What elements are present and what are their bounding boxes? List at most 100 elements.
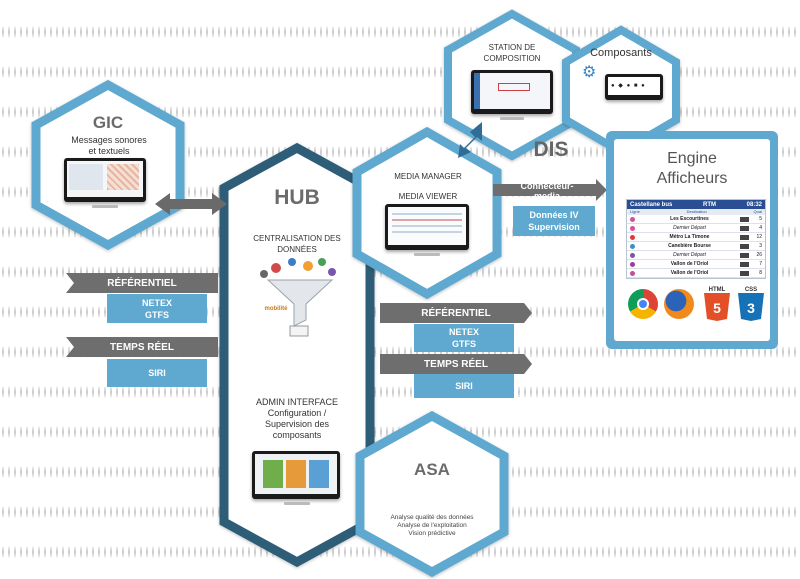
left-temps-reel-box: SIRI bbox=[107, 359, 207, 387]
time-badge bbox=[740, 243, 749, 249]
admin-interface-text: ADMIN INTERFACE Configuration / Supervis… bbox=[240, 397, 354, 441]
board-row: Dernier Départ 4 bbox=[627, 224, 765, 233]
hub-title: HUB bbox=[274, 186, 320, 209]
departure-board: Castellane bus RTM 08:32 Ligne Destinati… bbox=[626, 199, 766, 279]
board-row-quai: 3 bbox=[759, 243, 762, 249]
asa-line1: Analyse qualité des données bbox=[390, 514, 474, 521]
asa-hexagon bbox=[355, 410, 509, 578]
gic-monitor bbox=[64, 158, 146, 202]
composants-screen: ● ◆ ● ■ ● bbox=[605, 74, 663, 100]
right-referentiel-bar: RÉFÉRENTIEL bbox=[380, 303, 532, 323]
media-text: MEDIA MANAGER MEDIA VIEWER bbox=[378, 167, 478, 207]
engine-title-line1: Engine bbox=[667, 150, 717, 167]
time-badge bbox=[740, 234, 749, 240]
right-referentiel-box: NETEX GTFS bbox=[414, 324, 514, 352]
board-clock: 08:32 bbox=[746, 201, 762, 208]
board-row-destination: Dernier Départ bbox=[673, 252, 706, 258]
engine-title-line2: Afficheurs bbox=[656, 170, 728, 187]
line-badge-icon bbox=[630, 270, 635, 276]
time-badge bbox=[740, 270, 749, 276]
connecteur-box-line2: Supervision bbox=[528, 222, 580, 232]
css3-icon: CSS 3 bbox=[738, 287, 764, 321]
media-line2: MEDIA VIEWER bbox=[398, 192, 458, 201]
left-gtfs: GTFS bbox=[145, 309, 169, 320]
board-columns: Ligne Destination Quai bbox=[627, 209, 765, 215]
hub-hexagon bbox=[219, 142, 375, 568]
board-row-destination: Canebière Bourse bbox=[668, 243, 711, 249]
time-badge bbox=[740, 252, 749, 258]
board-row: Vallon de l'Oriol 7 bbox=[627, 260, 765, 269]
media-monitor bbox=[385, 204, 469, 250]
right-siri: SIRI bbox=[455, 381, 473, 391]
line-badge-icon bbox=[630, 261, 635, 267]
asa-title: ASA bbox=[414, 460, 450, 479]
mobilite-logo: mobilité bbox=[264, 306, 288, 312]
gic-subtitle: Messages sonores et textuels bbox=[56, 135, 162, 157]
admin-line1: ADMIN INTERFACE bbox=[255, 397, 338, 407]
board-row: Dernier Départ 26 bbox=[627, 251, 765, 260]
board-row-quai: 8 bbox=[759, 270, 762, 276]
station-monitor bbox=[471, 70, 553, 114]
station-text: STATION DE COMPOSITION bbox=[470, 42, 554, 64]
right-gtfs: GTFS bbox=[452, 339, 476, 349]
board-row-destination: Vallon de l'Oriol bbox=[670, 261, 709, 267]
left-siri: SIRI bbox=[148, 368, 166, 378]
gic-subtitle-line1: Messages sonores bbox=[71, 135, 147, 145]
engine-title: Engine Afficheurs bbox=[614, 149, 770, 189]
left-netex: NETEX bbox=[141, 297, 172, 308]
asa-line2: Analyse de l'exploitation bbox=[397, 522, 467, 529]
time-badge bbox=[740, 225, 749, 231]
board-header: Castellane bus RTM 08:32 bbox=[627, 200, 765, 209]
board-col-dest: Destination bbox=[686, 209, 707, 214]
connecteur-line2: media bbox=[533, 191, 560, 201]
engine-afficheurs-panel: Engine Afficheurs Castellane bus RTM 08:… bbox=[606, 131, 778, 349]
board-row-quai: 7 bbox=[759, 261, 762, 267]
board-row-quai: 4 bbox=[759, 225, 762, 231]
svg-text:3: 3 bbox=[747, 300, 755, 316]
hub-centralisation: CENTRALISATION DES DONNÉES bbox=[240, 233, 354, 255]
gic-subtitle-line2: et textuels bbox=[88, 146, 130, 156]
board-row-destination: Vallon de l'Oriol bbox=[670, 270, 709, 276]
gic-hub-arrow bbox=[155, 193, 227, 215]
dis-title: DIS bbox=[533, 138, 569, 161]
board-row-destination: Les Escourtines bbox=[670, 216, 709, 222]
line-badge-icon bbox=[630, 225, 635, 231]
board-row: Vallon de l'Oriol 8 bbox=[627, 269, 765, 278]
left-referentiel-box: NETEX GTFS bbox=[107, 294, 207, 323]
connecteur-arrow bbox=[493, 179, 607, 201]
html5-icon: HTML 5 bbox=[704, 287, 730, 321]
right-temps-reel-box: SIRI bbox=[414, 374, 514, 398]
line-badge-icon bbox=[630, 234, 635, 240]
centralisation-line2: DONNÉES bbox=[277, 245, 317, 254]
css-badge-label: CSS bbox=[745, 287, 757, 293]
line-badge-icon bbox=[630, 216, 635, 222]
asa-line3: Vision prédictive bbox=[408, 530, 456, 537]
board-name: Castellane bus bbox=[630, 201, 673, 208]
chrome-icon bbox=[628, 289, 658, 319]
board-row-destination: Dernier Départ bbox=[673, 225, 706, 231]
admin-line2: Configuration / bbox=[267, 408, 327, 418]
board-col-quai: Quai bbox=[753, 209, 762, 214]
time-badge bbox=[740, 261, 749, 267]
gic-title: GIC bbox=[92, 113, 124, 132]
wrench-icon: ⚙ bbox=[582, 64, 597, 81]
map-thumbnail bbox=[107, 164, 139, 190]
left-referentiel-bar: RÉFÉRENTIEL bbox=[66, 273, 218, 293]
board-brand: RTM bbox=[703, 201, 716, 208]
svg-text:5: 5 bbox=[713, 300, 721, 316]
firefox-icon bbox=[664, 289, 694, 319]
funnel-illustration bbox=[260, 258, 336, 337]
board-row-destination: Métro La Timone bbox=[669, 234, 710, 240]
admin-line4: composants bbox=[272, 430, 322, 440]
dis-media-arrow bbox=[458, 122, 482, 158]
line-badge-icon bbox=[630, 252, 635, 258]
station-line1: STATION DE bbox=[488, 43, 536, 52]
board-row-quai: 26 bbox=[756, 252, 762, 258]
connecteur-box-line1: Données IV bbox=[529, 210, 579, 220]
station-line2: COMPOSITION bbox=[483, 54, 541, 63]
right-temps-reel-bar: TEMPS RÉEL bbox=[380, 354, 532, 374]
asa-text: Analyse qualité des données Analyse de l… bbox=[376, 514, 488, 538]
connecteur-box: Données IV Supervision bbox=[513, 206, 595, 236]
